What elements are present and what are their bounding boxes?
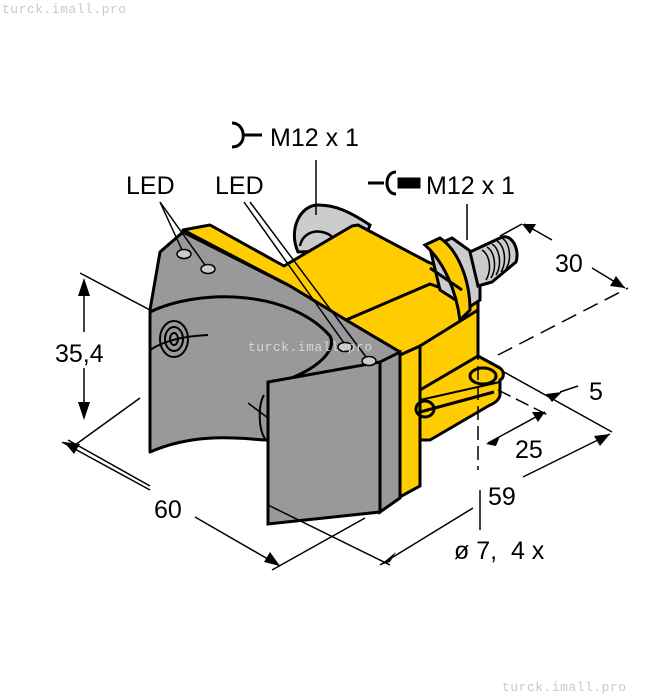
dim-height: 35,4 [55,340,104,368]
gray-body [148,230,402,526]
plug-icon [368,170,421,196]
dim-bracket-thickness: 5 [589,378,603,406]
watermark-bottom: turck.imall.pro [502,680,627,695]
led-1 [176,248,192,260]
dim-connector-length: 30 [555,250,583,278]
watermark-top: turck.imall.pro [2,2,127,17]
led-3 [337,341,353,353]
arrowheads [64,224,625,566]
label-m12-female: M12 x 1 [270,124,359,152]
led-4 [361,355,377,367]
dim-depth: 59 [488,483,516,511]
led-2 [200,263,216,275]
label-led-right: LED [215,172,264,200]
dim-hole-spacing: 25 [515,436,543,464]
leader-lines [159,160,468,358]
dimension-lines [61,223,629,571]
mounting-bracket [414,346,505,470]
label-m12-male: M12 x 1 [426,172,515,200]
dim-width: 60 [154,496,182,524]
led-indicators [176,248,377,367]
label-led-left: LED [126,172,175,200]
watermark-center: turck.imall.pro [248,340,373,355]
dim-hole-spec: ø 7, 4 x [454,537,545,565]
m12-male-connector [422,235,519,324]
socket-icon [231,121,262,149]
